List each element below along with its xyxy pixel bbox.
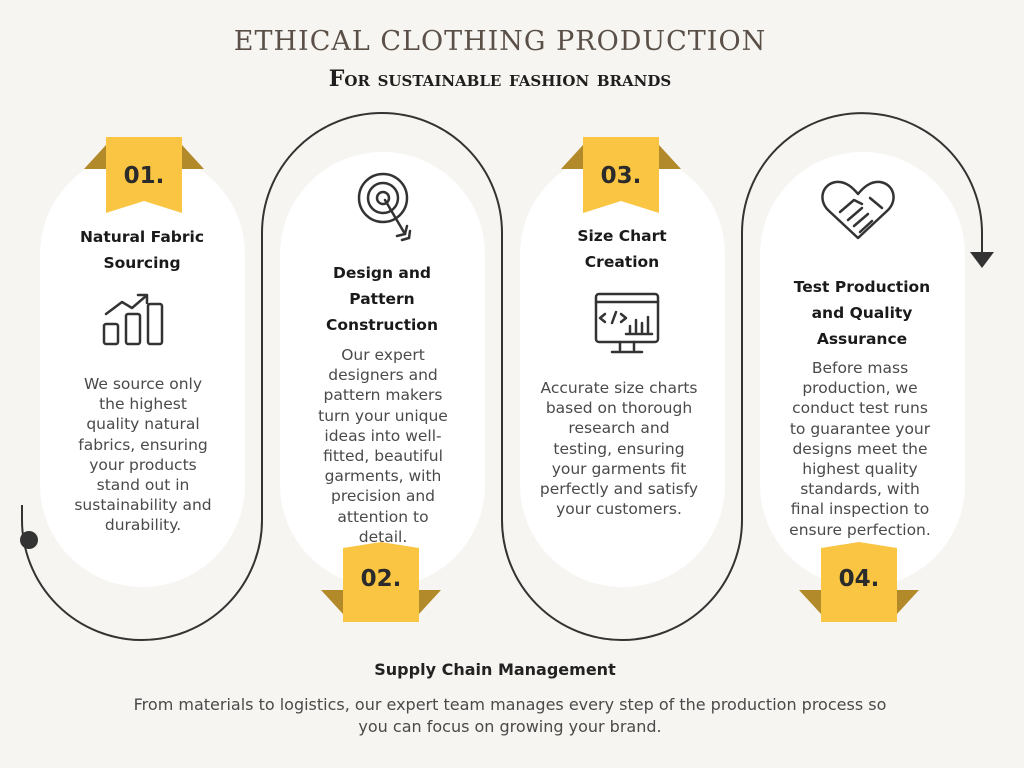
step-badge-4: 04. [799,542,919,642]
step-badge-1: 01. [84,137,204,237]
step-card-2 [280,152,485,587]
step-description-2: Our expert designers and pattern makers … [318,346,448,546]
monitor-code-icon [594,292,660,354]
step-card-1 [40,152,245,587]
step-card-3 [520,152,725,587]
step-number: 01. [123,163,165,189]
footer-text: From materials to logistics, our expert … [133,695,887,736]
connector-arrow-head [970,252,994,268]
step-description-4: Before mass production, we conduct test … [789,359,931,539]
step-number: 03. [600,163,642,189]
step-card-4 [760,152,965,587]
step-title-3: Size Chart Creation [577,227,667,271]
growth-chart-icon [102,293,164,346]
handshake-heart-icon [821,180,895,240]
ribbon-shape [799,542,919,622]
ribbon-shape [84,137,204,213]
footer-title: Supply Chain Management [374,660,616,679]
connector-start-dot [20,531,38,549]
step-number: 02. [360,566,402,592]
step-title-4: Test Production and Quality Assurance [793,278,931,348]
step-description-1: We source only the highest quality natur… [74,375,212,535]
ribbon-shape [561,137,681,213]
ribbon-shape [321,542,441,622]
step-title-2: Design and Pattern Construction [326,264,438,334]
target-icon [357,172,412,242]
step-badge-2: 02. [321,542,441,642]
step-description-3: Accurate size charts based on thorough r… [539,379,699,519]
step-title-1: Natural Fabric Sourcing [79,228,205,272]
step-badge-3: 03. [561,137,681,237]
step-number: 04. [838,566,880,592]
page-title: ETHICAL CLOTHING PRODUCTION [233,26,767,57]
page-subtitle: For sustainable fashion brands [328,66,672,92]
